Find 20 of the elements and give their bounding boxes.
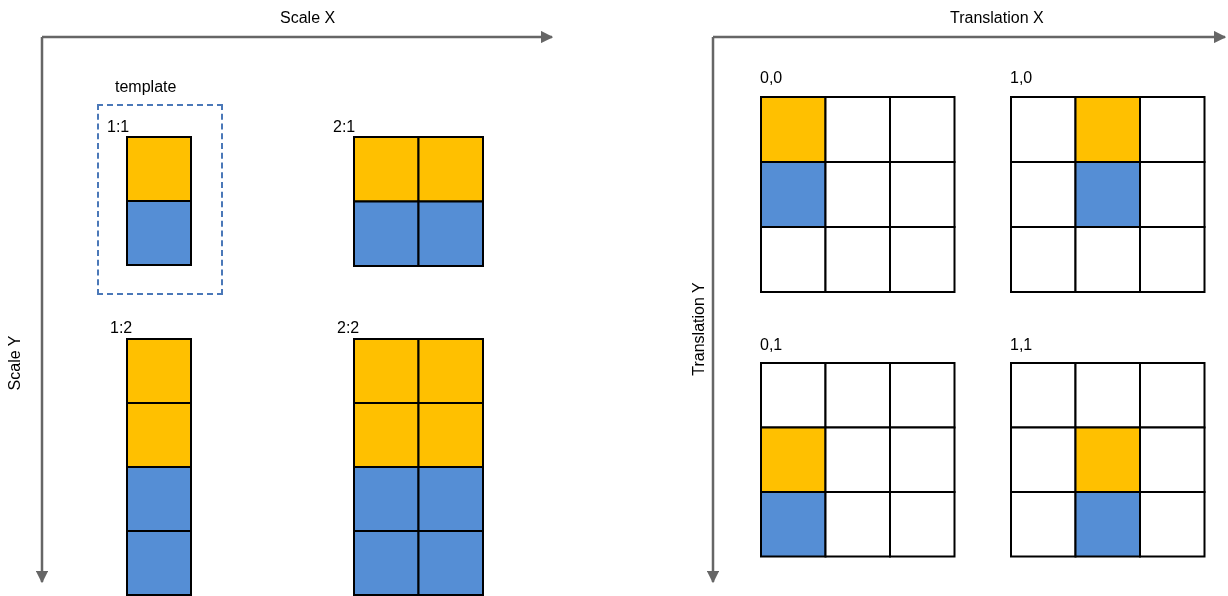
template-label: template bbox=[115, 78, 177, 96]
tile-grid bbox=[107, 118, 191, 266]
axis-label: Scale Y bbox=[6, 335, 25, 391]
tile-grid bbox=[760, 336, 954, 557]
tile-grid bbox=[110, 319, 191, 595]
axis-label: Translation Y bbox=[689, 282, 708, 376]
grid-label: 2:2 bbox=[337, 319, 360, 337]
grid-label: 1,1 bbox=[1010, 336, 1033, 354]
axis-label: Scale X bbox=[280, 9, 336, 27]
grid-label: 1:1 bbox=[107, 118, 130, 136]
axis-label: Translation X bbox=[950, 9, 1044, 27]
grid-label: 1,0 bbox=[1010, 69, 1033, 87]
tile-grid bbox=[1010, 69, 1204, 292]
grid-label: 1:2 bbox=[110, 319, 133, 337]
tile-grid bbox=[1010, 336, 1204, 557]
grid-label: 2:1 bbox=[333, 118, 356, 136]
grid-label: 0,1 bbox=[760, 336, 783, 354]
tile-grid bbox=[333, 118, 483, 266]
tile-grid bbox=[760, 69, 954, 292]
grid-label: 0,0 bbox=[760, 69, 783, 87]
